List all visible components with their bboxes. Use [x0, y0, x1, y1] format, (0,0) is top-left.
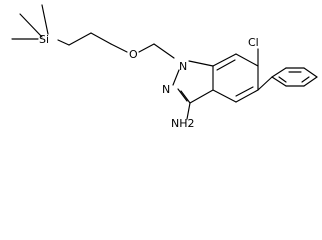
n2-c3-double-bond	[177, 88, 188, 102]
ethyl-bond-2	[90, 32, 112, 45]
si-methyl-top-bond	[41, 4, 49, 35]
si-methyl-left-bond	[19, 13, 43, 38]
phenyl-double-bond-c	[278, 76, 287, 83]
phenyl-bond-1	[271, 67, 287, 78]
nitrogen-2-label: N	[162, 83, 170, 96]
ethoxymethyl-linker	[68, 32, 175, 59]
amine-bond	[186, 102, 191, 120]
n1-c7a-bond	[188, 60, 214, 67]
indazole-benzene-ring	[212, 48, 259, 103]
phenyl-bond-6	[271, 76, 287, 87]
silicon-label: Si	[39, 33, 49, 46]
phenyl-bond-3	[303, 67, 318, 78]
c4-c5-double-bond	[235, 86, 254, 97]
ether-bond-left	[110, 43, 128, 53]
c6-c7-bond	[235, 53, 259, 67]
c4-c5-bond	[235, 89, 259, 103]
n2-c3-bond	[180, 90, 191, 104]
chlorine-label: Cl	[248, 36, 259, 49]
c3-c3a-bond	[189, 89, 214, 104]
phenyl-link-bond	[257, 76, 273, 91]
c3a-c4-bond	[212, 89, 237, 103]
trimethylsilyl-group	[11, 4, 70, 46]
phenyl-substituent	[257, 67, 318, 91]
phenyl-bond-4	[303, 76, 318, 87]
c7-c7a-bond	[212, 53, 237, 67]
molecule-drawing: Si O N N Cl NH2	[11, 4, 318, 130]
n1-n2-bond	[172, 69, 180, 86]
ether-bond-right	[138, 43, 155, 53]
phenyl-double-bond-b	[301, 76, 310, 83]
si-ch2-bond	[57, 39, 70, 46]
pyrazole-ring	[172, 60, 214, 120]
n-methylene-bond	[153, 43, 175, 59]
structure-canvas: Si O N N Cl NH2	[11, 4, 318, 130]
oxygen-label: O	[129, 48, 138, 61]
amine-label: NH2	[171, 117, 195, 130]
nitrogen-1-label: N	[179, 60, 187, 73]
ethyl-bond-1	[68, 32, 92, 46]
c7-c7a-double-bond	[216, 59, 236, 71]
